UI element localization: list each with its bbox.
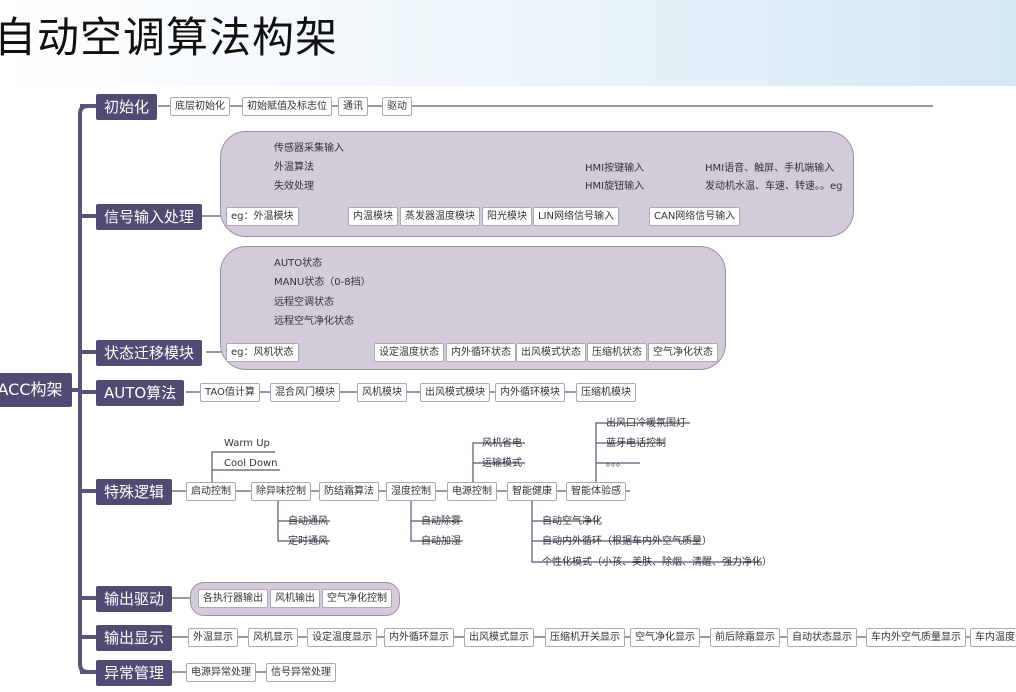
display-node[interactable]: 空气净化显示 [630,628,700,647]
branch-init[interactable]: 初始化 [96,94,158,120]
signal-sub-label: HMI语音、触屏、手机端输入 [705,163,835,174]
state-sub-label: MANU状态（0-8挡） [274,277,371,288]
init-node[interactable]: 通讯 [338,97,368,116]
title-banner [0,0,1016,86]
init-node[interactable]: 初始赋值及标志位 [242,97,332,116]
special-node[interactable]: 智能健康 [507,482,557,501]
special-sub-label: 自动加湿 [421,536,461,547]
signal-node[interactable]: 蒸发器温度模块 [400,207,480,226]
special-node[interactable]: 湿度控制 [386,482,436,501]
signal-sub-label: 失效处理 [274,181,314,192]
signal-node[interactable]: eg：外温模块 [226,207,299,226]
state-node[interactable]: 空气净化状态 [648,343,718,362]
auto-node[interactable]: 压缩机模块 [576,383,636,402]
signal-sub-label: 发动机水温、车速、转速。。eg [705,181,843,192]
branch-display[interactable]: 输出显示 [96,625,173,651]
display-node[interactable]: 外温显示 [188,628,238,647]
init-node[interactable]: 驱动 [382,97,412,116]
branch-signal[interactable]: 信号输入处理 [96,204,203,230]
special-sub-label: Cool Down [224,458,278,469]
special-node[interactable]: 电源控制 [447,482,497,501]
branch-drive[interactable]: 输出驱动 [96,586,173,612]
signal-node[interactable]: 内温模块 [348,207,398,226]
display-node[interactable]: 内外循环显示 [384,628,454,647]
error-node[interactable]: 电源异常处理 [186,663,256,682]
special-sub-label: 自动通风 [288,516,328,527]
special-sub-label: 自动空气净化 [542,516,602,527]
init-node[interactable]: 底层初始化 [170,97,230,116]
branch-error[interactable]: 异常管理 [96,660,173,686]
display-node[interactable]: 设定温度显示 [307,628,377,647]
special-sub-label: 定时通风 [288,536,328,547]
special-sub-label: 自动内外循环（根据车内外空气质量） [542,536,712,547]
state-node[interactable]: 内外循环状态 [446,343,516,362]
state-node[interactable]: 设定温度状态 [374,343,444,362]
special-sub-label: 。。。 [606,458,626,469]
special-sub-label: 风机省电 [482,438,522,449]
signal-sub-label: 传感器采集输入 [274,143,344,154]
auto-node[interactable]: 混合风门模块 [270,383,340,402]
display-node[interactable]: 压缩机开关显示 [545,628,625,647]
special-node[interactable]: 除异味控制 [251,482,311,501]
display-node[interactable]: 风机显示 [248,628,298,647]
special-sub-label: 运输模式 [482,458,522,469]
special-sub-label: 出风口冷暖氛围灯 [606,418,686,429]
error-node[interactable]: 信号异常处理 [266,663,336,682]
special-sub-label: 个性化模式（小孩、美肤、除烟、清醒、强力净化） [542,557,772,568]
state-sub-label: 远程空调状态 [274,297,334,308]
branch-auto[interactable]: AUTO算法 [96,380,185,406]
special-sub-label: Warm Up [224,438,270,449]
signal-sub-label: HMI按键输入 [585,163,645,174]
signal-node[interactable]: CAN网络信号输入 [649,207,741,226]
branch-state[interactable]: 状态迁移模块 [96,340,203,366]
display-node[interactable]: 出风模式显示 [464,628,534,647]
auto-node[interactable]: TAO值计算 [200,383,260,402]
auto-node[interactable]: 出风模式模块 [420,383,490,402]
page-title: 自动空调算法构架 [0,13,339,62]
special-node[interactable]: 智能体验感 [566,482,626,501]
display-node[interactable]: 车内温度 [970,628,1016,647]
special-node[interactable]: 启动控制 [186,482,236,501]
display-node[interactable]: 前后除霜显示 [710,628,780,647]
state-node[interactable]: 压缩机状态 [587,343,647,362]
signal-sub-label: 外温算法 [274,162,314,173]
state-sub-label: AUTO状态 [274,258,323,269]
state-node[interactable]: 出风模式状态 [516,343,586,362]
signal-node[interactable]: LIN网络信号输入 [533,207,620,226]
display-node[interactable]: 车内外空气质量显示 [866,628,966,647]
drive-node[interactable]: 各执行器输出 [198,589,268,608]
drive-node[interactable]: 风机输出 [270,589,320,608]
state-sub-label: 远程空气净化状态 [274,316,354,327]
branch-special[interactable]: 特殊逻辑 [96,479,173,505]
signal-node[interactable]: 阳光模块 [482,207,532,226]
drive-node[interactable]: 空气净化控制 [322,589,392,608]
signal-sub-label: HMI旋钮输入 [585,181,645,192]
special-sub-label: 自动除雾 [421,516,461,527]
special-sub-label: 蓝牙电话控制 [606,438,666,449]
special-node[interactable]: 防结霜算法 [319,482,379,501]
root-node[interactable]: ACC构架 [0,373,72,407]
display-node[interactable]: 自动状态显示 [787,628,857,647]
state-node[interactable]: eg：风机状态 [226,343,299,362]
auto-node[interactable]: 风机模块 [357,383,407,402]
auto-node[interactable]: 内外循环模块 [495,383,565,402]
